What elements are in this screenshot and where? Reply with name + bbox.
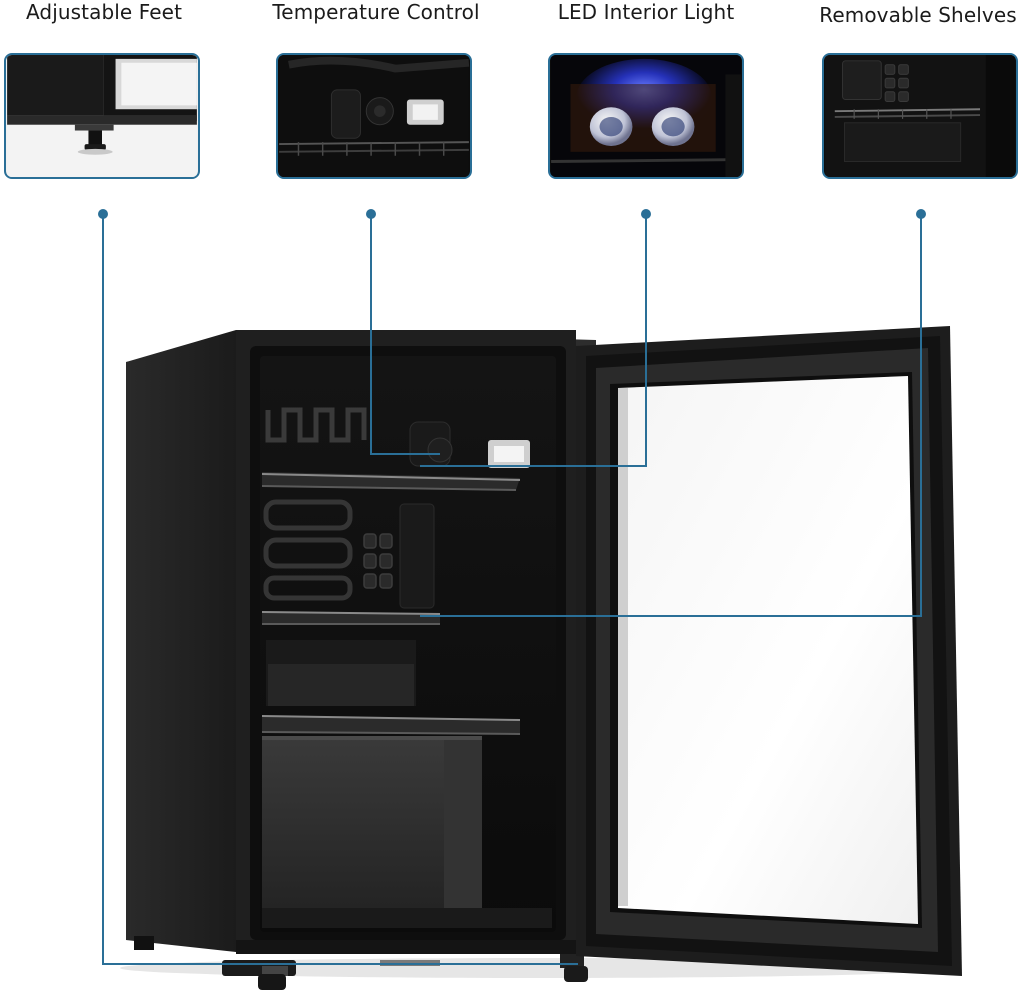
glass-door (576, 326, 962, 976)
led-light-thumbnail-image (551, 55, 741, 177)
callout-line-removable-shelves (420, 214, 922, 617)
temperature-control-thumbnail-image (279, 55, 470, 177)
feature-label-temperature-control: Temperature Control (272, 0, 480, 24)
shelf-top (261, 472, 521, 491)
callout-line-adjustable-feet (102, 214, 578, 965)
feature-label-led-interior-light: LED Interior Light (557, 0, 735, 24)
fridge-body (126, 330, 596, 954)
callout-dot-led-interior-light (641, 209, 651, 219)
callout-line-temperature-control (370, 214, 440, 455)
adjustable-feet-thumbnail (4, 53, 200, 179)
callout-dot-temperature-control (366, 209, 376, 219)
feature-label-adjustable-feet: Adjustable Feet (25, 0, 183, 24)
callout-dots (98, 209, 926, 219)
removable-shelves-thumbnail-image (825, 55, 1015, 177)
shelf-bottom (261, 715, 521, 735)
callout-dot-adjustable-feet (98, 209, 108, 219)
callout-lines (102, 214, 922, 965)
adjustable-feet-thumbnail-image (7, 55, 197, 177)
removable-shelves-thumbnail (822, 53, 1018, 179)
feature-label-removable-shelves: Removable Shelves (819, 3, 1017, 27)
callout-dot-removable-shelves (916, 209, 926, 219)
led-light-thumbnail (548, 53, 744, 179)
shelf-middle (261, 611, 441, 625)
temperature-control-thumbnail (276, 53, 472, 179)
callout-line-led-interior-light (420, 214, 647, 467)
